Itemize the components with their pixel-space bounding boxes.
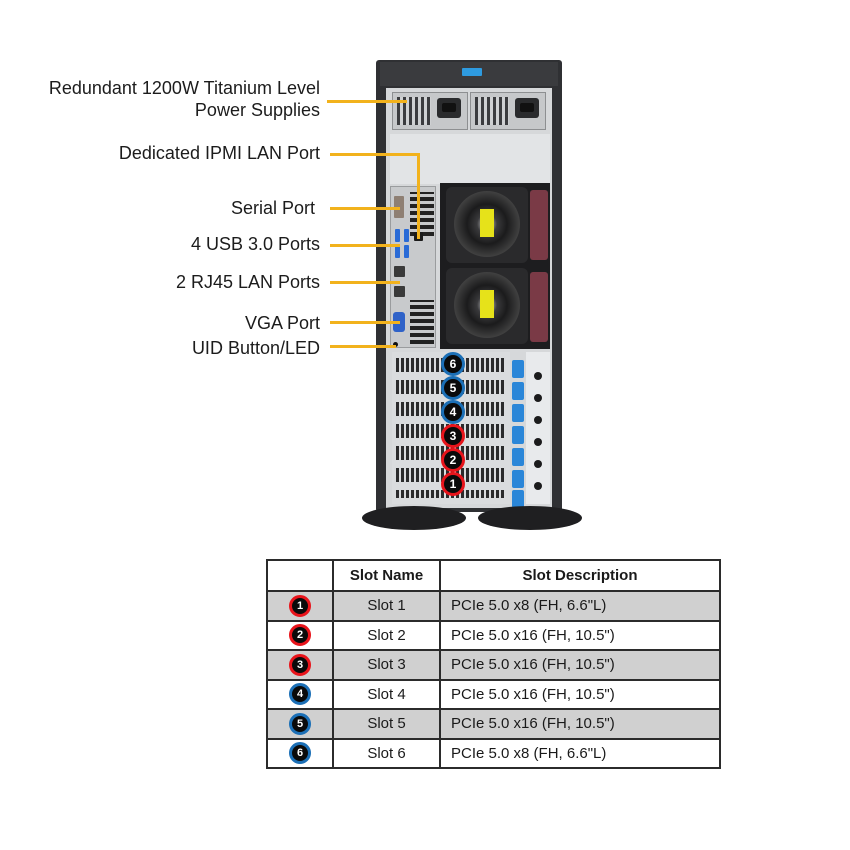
power-supply-2 [470, 92, 546, 130]
warning-label-icon [480, 209, 494, 237]
slot-badge-4: 4 [441, 400, 465, 424]
slot-badge-2: 2 [441, 448, 465, 472]
header-slot-name: Slot Name [332, 559, 441, 592]
slot-description-cell: PCIe 5.0 x8 (FH, 6.6"L) [439, 737, 721, 769]
slot-latch-icon [512, 382, 524, 400]
rj45-port-icon [394, 286, 405, 297]
power-socket-icon [437, 98, 461, 118]
label-line: Power Supplies [194, 100, 320, 120]
fan-1 [446, 187, 528, 263]
screw-hole-icon [534, 438, 542, 446]
leader-line-ipmi [330, 153, 420, 156]
slot-badge-cell: 4 [266, 678, 334, 710]
power-supply-1 [392, 92, 468, 130]
screw-hole-icon [534, 416, 542, 424]
rj45-port-icon [394, 266, 405, 277]
leader-line-uid [330, 345, 396, 348]
io-vent-icon [410, 192, 434, 236]
slot-badge-icon: 5 [289, 712, 311, 735]
label-power-supplies: Redundant 1200W Titanium Level Power Sup… [49, 77, 320, 121]
chassis-foot-left [362, 506, 466, 530]
slot-name-cell: Slot 1 [332, 590, 441, 622]
slot-badge-6: 6 [441, 352, 465, 376]
slot-latch-icon [512, 448, 524, 466]
screw-hole-icon [534, 482, 542, 490]
screw-hole-icon [534, 372, 542, 380]
blank-plate [390, 134, 550, 184]
warning-label-icon [480, 290, 494, 318]
table-header-row: Slot Name Slot Description [266, 559, 721, 592]
uid-led-icon [393, 342, 398, 347]
status-led-icon [462, 68, 482, 76]
top-bezel [380, 62, 558, 86]
slot-badge-3: 3 [441, 424, 465, 448]
slot-name-cell: Slot 2 [332, 619, 441, 651]
slot-badge-icon: 4 [289, 683, 311, 706]
leader-line-power-supplies [327, 100, 407, 103]
slot-badge-icon: 2 [289, 624, 311, 647]
chassis-foot-right [478, 506, 582, 530]
slot-description-cell: PCIe 5.0 x16 (FH, 10.5") [439, 678, 721, 710]
slot-badge-5: 5 [441, 376, 465, 400]
label-serial-port: Serial Port [230, 198, 315, 218]
usb-port-icon [404, 229, 409, 242]
slot-description-cell: PCIe 5.0 x16 (FH, 10.5") [439, 708, 721, 740]
slot-name-cell: Slot 4 [332, 678, 441, 710]
label-uid-button-led: UID Button/LED [191, 338, 320, 358]
slot-latch-icon [512, 404, 524, 422]
label-ipmi-lan-port: Dedicated IPMI LAN Port [118, 143, 320, 163]
leader-line-serial [330, 207, 400, 210]
fan-handle-icon [530, 272, 548, 342]
slot-badge-cell: 2 [266, 619, 334, 651]
screw-hole-icon [534, 394, 542, 402]
label-vga-port: VGA Port [244, 313, 320, 333]
slot-latch-icon [512, 426, 524, 444]
usb-port-icon [395, 229, 400, 242]
slot-badge-icon: 6 [289, 742, 311, 765]
power-socket-icon [515, 98, 539, 118]
slot-badge-cell: 6 [266, 737, 334, 769]
slot-description-cell: PCIe 5.0 x16 (FH, 10.5") [439, 619, 721, 651]
slot-badge-cell: 3 [266, 649, 334, 681]
fan-handle-icon [530, 190, 548, 260]
leader-line-ipmi-vertical [417, 153, 420, 239]
usb-port-icon [404, 245, 409, 258]
leader-line-lan [330, 281, 400, 284]
slot-badge-1: 1 [441, 472, 465, 496]
slot-latch-icon [512, 470, 524, 488]
slot-badge-icon: 3 [289, 653, 311, 676]
slot-badge-cell: 1 [266, 590, 334, 622]
usb-port-icon [395, 245, 400, 258]
slot-badge-cell: 5 [266, 708, 334, 740]
screw-hole-icon [534, 460, 542, 468]
fan-2 [446, 268, 528, 344]
label-usb-ports: 4 USB 3.0 Ports [190, 234, 320, 254]
slot-description-cell: PCIe 5.0 x16 (FH, 10.5") [439, 649, 721, 681]
label-rj45-lan-ports: 2 RJ45 LAN Ports [175, 272, 320, 292]
slot-latch-icon [512, 360, 524, 378]
io-vent-icon [410, 300, 434, 344]
leader-line-vga [330, 321, 400, 324]
slot-name-cell: Slot 6 [332, 737, 441, 769]
label-line: Redundant 1200W Titanium Level [48, 78, 320, 98]
leader-line-usb [330, 244, 400, 247]
psu-fan-grill-icon [475, 97, 509, 125]
slot-badge-icon: 1 [289, 594, 311, 617]
slot-name-cell: Slot 3 [332, 649, 441, 681]
slot-name-cell: Slot 5 [332, 708, 441, 740]
slot-latch-icon [512, 490, 524, 508]
header-slot-description: Slot Description [439, 559, 721, 592]
slot-description-cell: PCIe 5.0 x8 (FH, 6.6"L) [439, 590, 721, 622]
header-icon [266, 559, 334, 592]
